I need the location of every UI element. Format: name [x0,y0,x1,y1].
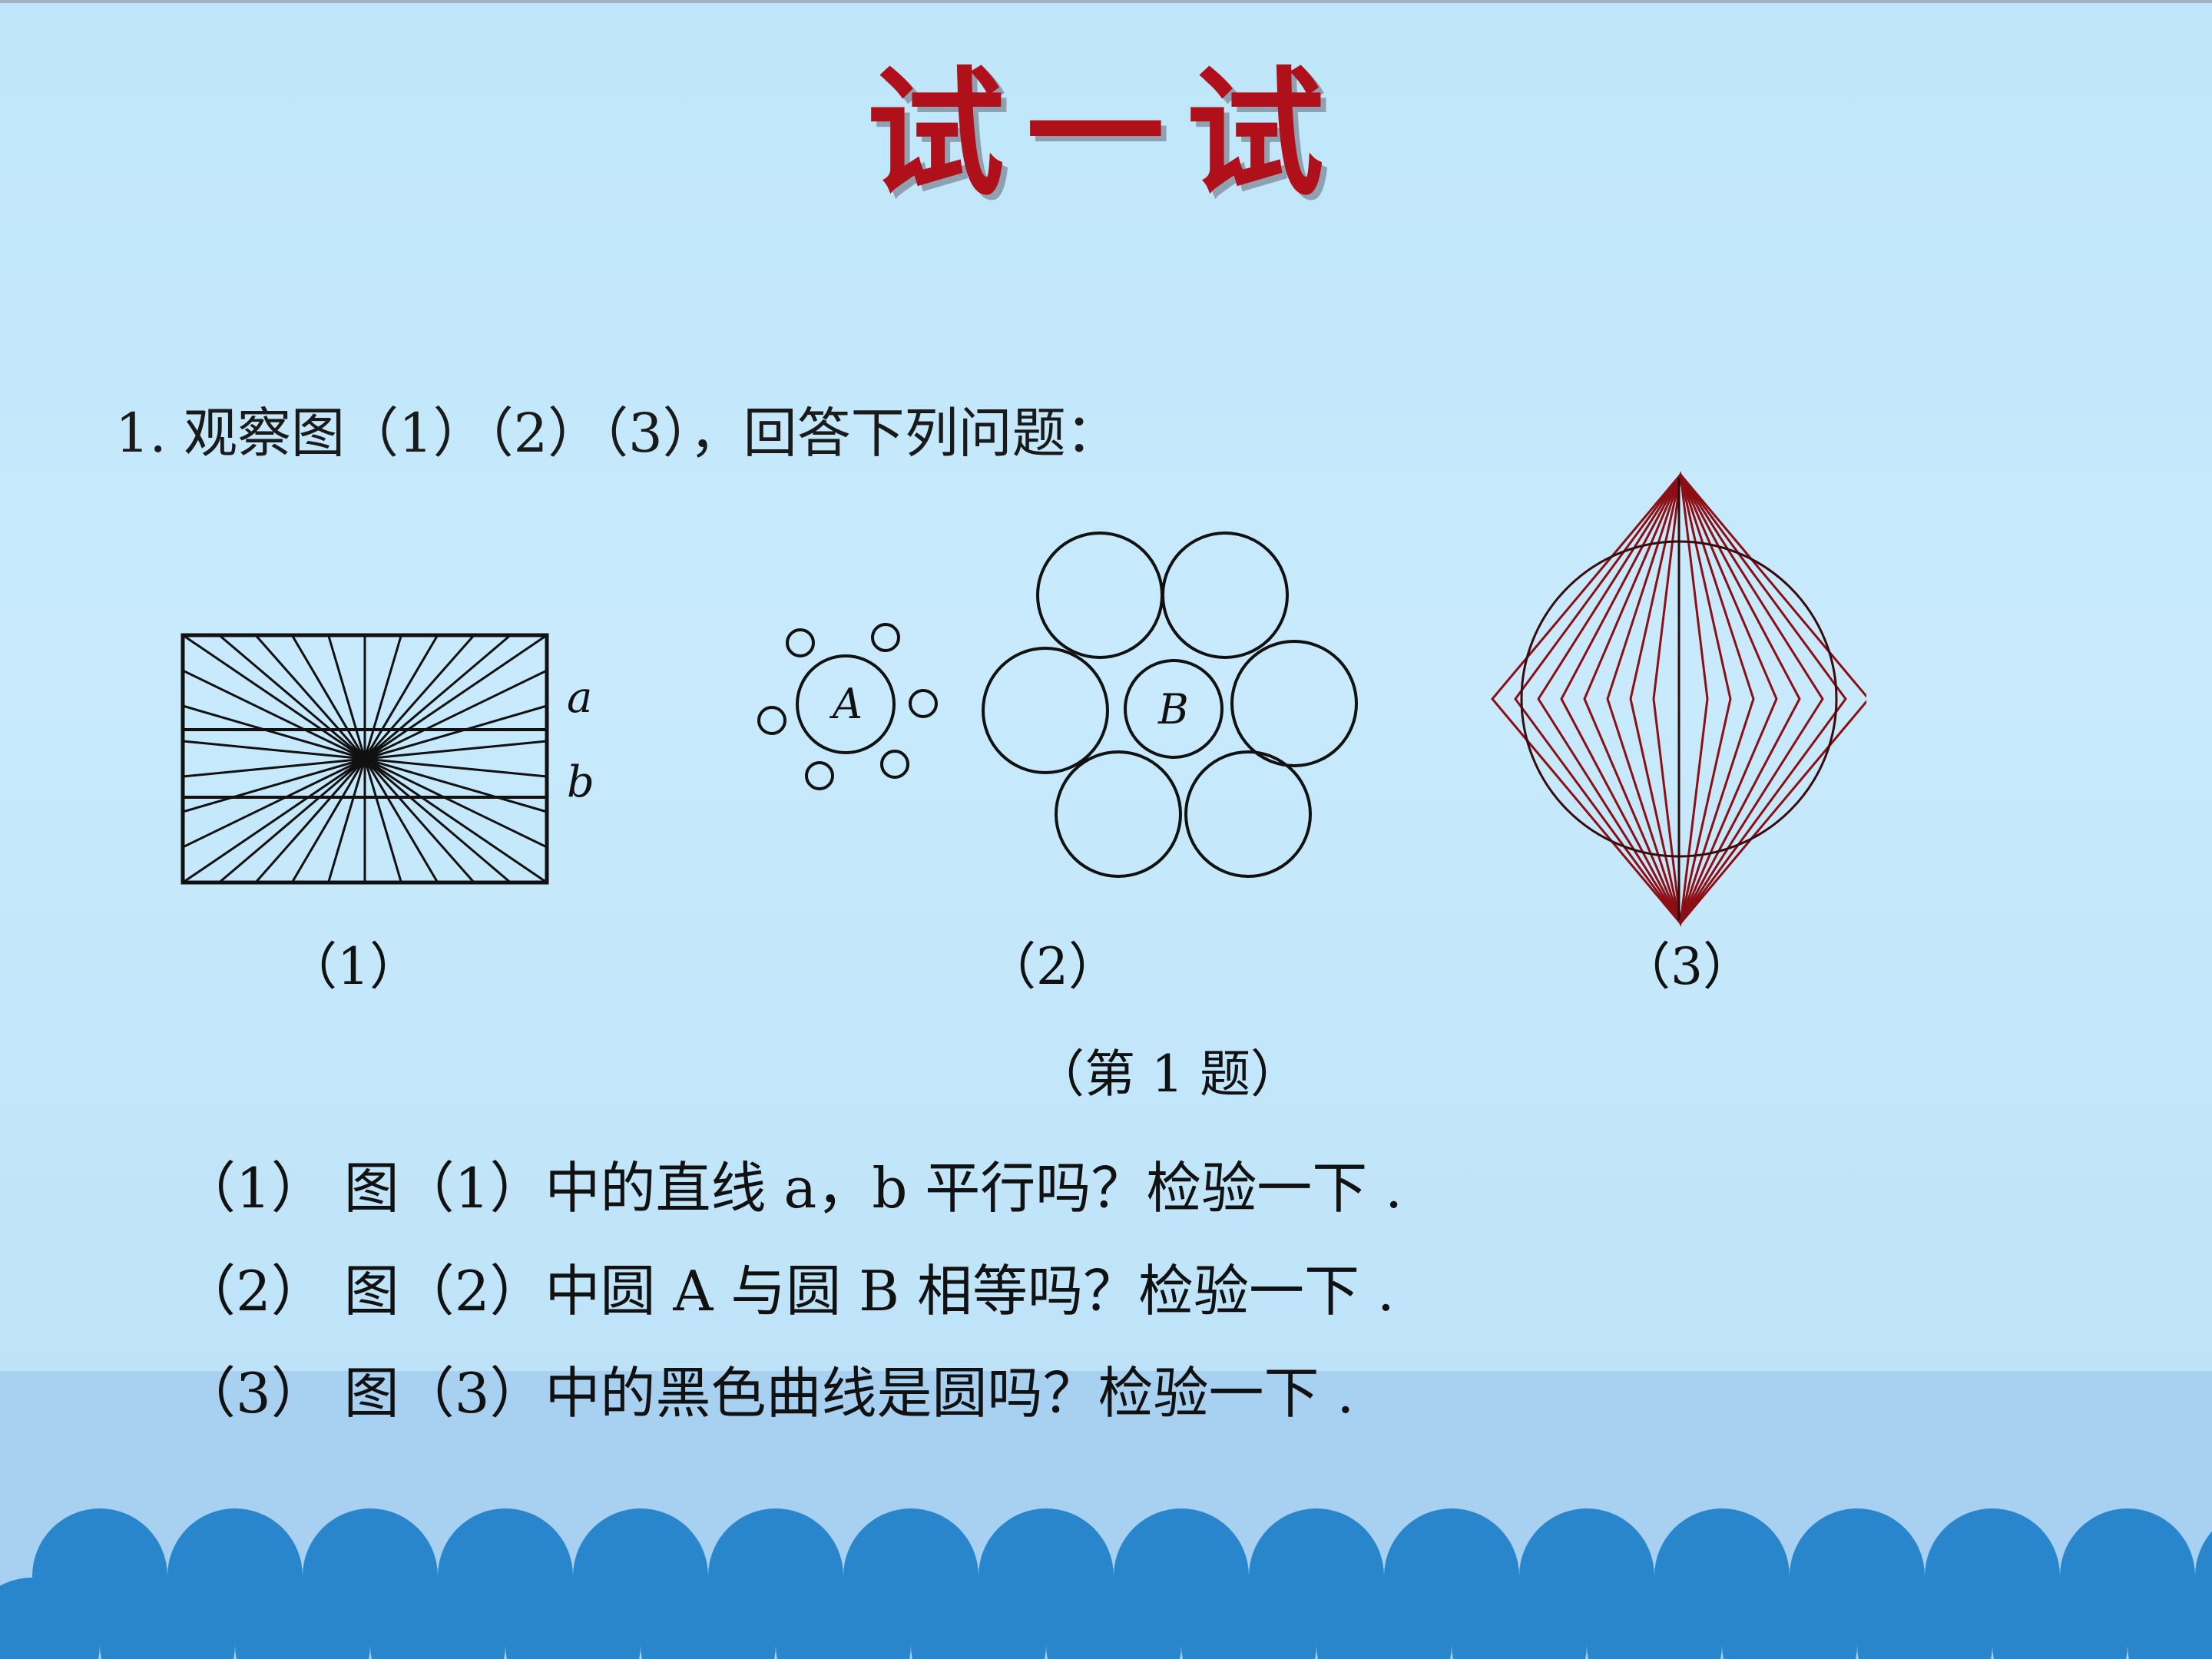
small-circle [786,628,815,657]
ray-line [364,740,548,760]
circle-b [1124,659,1224,759]
large-circle [982,647,1109,774]
figure-2-caption: （2） [985,937,1119,996]
circle-a-label: A [829,680,863,728]
ray-line [218,634,366,760]
large-circle [1161,531,1289,659]
ray-line [327,758,366,883]
ray-line [364,634,512,760]
sub-question-3: （3） 图（3）中的黑色曲线是圆吗？检验一下 . [180,1361,1355,1426]
ray-line [254,634,366,760]
figure-1-caption: （1） [286,937,420,996]
figure-1-rectangle [180,633,549,885]
ray-line [182,757,366,813]
ray-line [363,758,402,883]
ray-line [364,669,548,760]
wave-scallop [1587,1578,1722,1659]
ray-line [364,634,548,760]
ray-line [364,757,548,778]
ray-line [364,757,548,884]
figure-group-caption: （第 1 题） [1034,1045,1301,1104]
wave-scallop [641,1578,776,1659]
line-b-label: b [567,757,594,807]
ray-line [364,757,548,813]
top-border-line [0,0,2212,3]
wave-scallop [1857,1578,1992,1659]
wave-scallop [1722,1578,1857,1659]
ray-line [363,758,475,883]
ray-line [364,757,512,884]
wave-scallop [1181,1578,1316,1659]
wave-scallop [2128,1578,2212,1659]
ray-line [182,757,366,884]
ray-line [290,634,366,760]
wave-decoration [0,1508,2212,1659]
wave-scallop [911,1578,1046,1659]
slide-title: 试一试 [866,53,1346,215]
large-circle [1184,750,1312,878]
ray-line [363,634,402,760]
ray-line [182,634,366,760]
small-circle [880,750,909,779]
figure-1-rays [182,634,548,884]
ray-line [254,758,366,883]
wave-scallop [100,1578,235,1659]
wave-scallop [776,1578,911,1659]
ray-line [218,757,366,884]
ray-line [182,704,366,760]
ray-line [182,757,366,849]
sub-question-2: （2） 图（2）中圆 A 与圆 B 相等吗？检验一下 . [180,1259,1395,1323]
ray-line [363,758,439,883]
ray-line [290,758,366,883]
ray-line [364,704,548,760]
large-circle [1055,750,1182,878]
figure-3-diamond [1491,471,1866,927]
wave-scallop [0,1578,100,1659]
figure-2-circles: A B [757,531,1358,878]
wave-scallop [505,1578,641,1659]
ray-line [364,757,548,849]
figure-3-caption: （3） [1620,937,1753,996]
small-circle [757,706,786,735]
line-a-label: a [567,673,592,723]
ray-line [182,669,366,760]
wave-scallop [1046,1578,1181,1659]
large-circle [1230,640,1358,767]
ray-line [327,634,366,760]
figure-3-lines [1491,471,1866,927]
sub-question-1: （1） 图（1）中的直线 a，b 平行吗？检验一下 . [180,1156,1403,1220]
circle-a [796,654,896,754]
small-circle [871,623,900,652]
wave-scallop [1992,1578,2128,1659]
ray-line [182,740,366,760]
large-circle [1036,531,1164,659]
question-text: 1. 观察图（1）（2）（3），回答下列问题： [115,402,1120,465]
ray-line [363,634,439,760]
ray-line [182,757,366,778]
wave-scallop [235,1578,370,1659]
figure-1-illusion: a b [180,633,594,885]
diamond-outline [1652,474,1709,924]
wave-scallop [1452,1578,1587,1659]
small-circle [805,761,834,790]
ray-line [363,634,475,760]
wave-scallop [1316,1578,1452,1659]
wave-scallop [370,1578,505,1659]
small-circle [909,689,938,718]
circle-b-label: B [1157,685,1189,733]
